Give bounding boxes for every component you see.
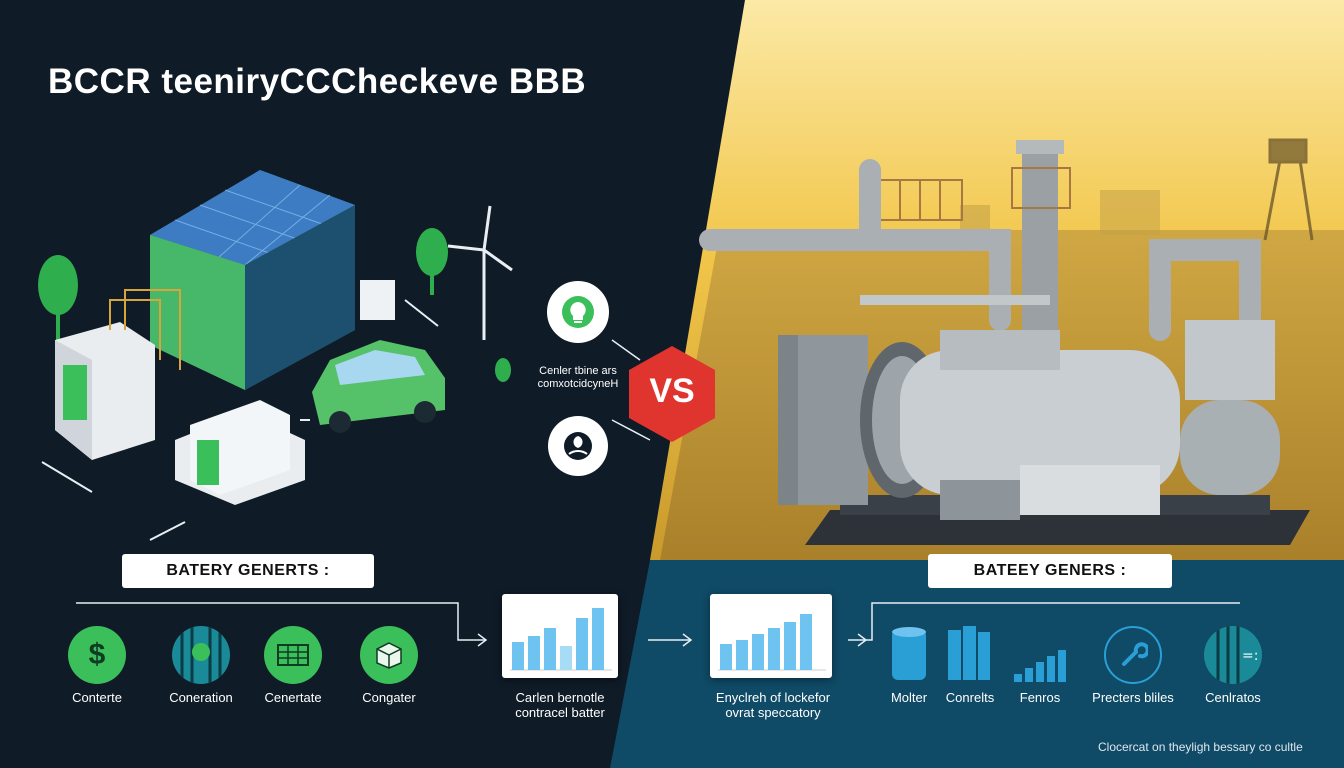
footer-note: Clocercat on theyligh bessary co cultle	[1098, 740, 1303, 754]
bar	[592, 608, 604, 670]
bar	[576, 618, 588, 670]
wrench-icon	[1104, 626, 1162, 684]
left-icon-label-1: Conterte	[72, 690, 122, 705]
bulb-pattern-icon	[172, 626, 230, 684]
left-icon-label-4: Congater	[362, 690, 416, 705]
dollar-icon: $	[68, 626, 126, 684]
left-icon-label-3: Cenertate	[264, 690, 322, 705]
box-icon	[360, 626, 418, 684]
right-chart-caption: Enyclreh of lockefor ovrat speccatory	[700, 690, 846, 720]
right-icon-label-4: Precters bliles	[1092, 690, 1174, 705]
page-title: BCCR teeniryCCCheckeve BBB	[48, 62, 587, 101]
left-icon-item-3	[264, 626, 322, 684]
solar-building	[150, 170, 355, 390]
lightbulb-icon	[563, 297, 593, 327]
grid-table-icon	[264, 626, 322, 684]
bar	[800, 614, 812, 670]
left-icon-item-4	[360, 626, 418, 684]
bar	[752, 634, 764, 670]
svg-text:=:: =:	[1242, 648, 1258, 664]
center-caption-line2: comxotcidcyneH	[537, 378, 619, 390]
left-heading-badge: BATERY GENERTS :	[122, 554, 374, 588]
left-icon-label-2: Coneration	[169, 690, 233, 705]
bar	[736, 640, 748, 670]
right-icon-label-3: Fenros	[1019, 690, 1061, 705]
cylinder-tank-icon	[888, 624, 930, 684]
battery-cells-icon	[946, 624, 992, 684]
left-chart-caption: Carlen bernotle contracel batter	[490, 690, 630, 720]
bar	[528, 636, 540, 670]
bar	[512, 642, 524, 670]
left-chart-caption-line2: contracel batter	[515, 705, 605, 720]
bar	[784, 622, 796, 670]
left-icon-item-1: $	[68, 626, 126, 684]
bar	[720, 644, 732, 670]
left-bar-chart	[510, 608, 612, 671]
right-bar-chart	[718, 614, 826, 671]
right-heading-badge: BATEEY GENERS :	[928, 554, 1172, 588]
bar-steps-icon	[1014, 650, 1066, 682]
center-caption-line1: Cenler tbine ars	[539, 365, 617, 377]
center-caption: Cenler tbine ars comxotcidcyneH	[528, 365, 628, 391]
right-icon-label-2: Conrelts	[945, 690, 995, 705]
left-icon-item-2	[172, 626, 230, 684]
right-chart-caption-line1: Enyclreh of lockefor	[715, 690, 831, 705]
right-bar-card	[710, 594, 832, 678]
right-chart-caption-line2: ovrat speccatory	[725, 705, 821, 720]
left-bar-card	[502, 594, 618, 678]
bar	[560, 646, 572, 670]
hand-plant-icon	[564, 432, 592, 460]
left-chart-caption-line1: Carlen bernotle	[515, 690, 605, 705]
right-icon-label-1: Molter	[890, 690, 928, 705]
bar	[768, 628, 780, 670]
bar	[544, 628, 556, 670]
grid-circle-icon: =:	[1204, 626, 1262, 684]
vs-label: VS	[649, 372, 695, 410]
right-icon-label-5: Cenlratos	[1205, 690, 1261, 705]
